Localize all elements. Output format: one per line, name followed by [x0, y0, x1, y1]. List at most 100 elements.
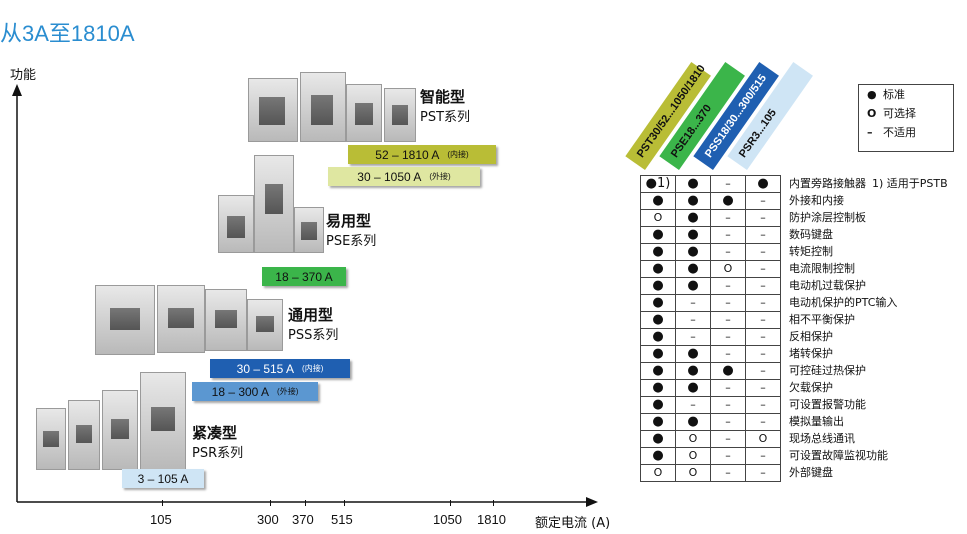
feature-name: 电动机过载保护 [789, 279, 866, 292]
feature-cell: – [745, 413, 781, 431]
feature-cell: – [745, 396, 781, 414]
feature-note: 1) 适用于PSTB [872, 177, 948, 190]
band-label: 30 – 1050 A [357, 169, 422, 184]
feature-row: ●●O–电流限制控制 [640, 260, 949, 278]
family-series-pss: PSS系列 [288, 328, 339, 343]
band-note: (内接) [447, 150, 469, 159]
tick-mark [305, 500, 306, 506]
tick-label: 105 [150, 512, 172, 527]
feature-name: 反相保护 [789, 330, 833, 343]
feature-cell: – [675, 311, 711, 329]
feature-row: ●●––数码键盘 [640, 226, 949, 244]
range-band-pss-external: 18 – 300 A(外接) [192, 382, 318, 401]
x-axis-label: 额定电流 (A) [535, 516, 611, 531]
feature-cell: ● [745, 175, 781, 193]
feature-cell: – [745, 277, 781, 295]
feature-row: ●●●–可控硅过热保护 [640, 362, 949, 380]
family-series-pst: PST系列 [420, 110, 471, 125]
feature-cell: ● [640, 430, 676, 448]
family-name-pss: 通用型 [288, 306, 334, 324]
family-series-psr: PSR系列 [192, 446, 244, 461]
family-series-pse: PSE系列 [326, 234, 377, 249]
feature-cell: ● [675, 362, 711, 380]
feature-cell: – [710, 294, 746, 312]
feature-cell: – [710, 430, 746, 448]
feature-row: ●●––模拟量输出 [640, 413, 949, 431]
band-label: 18 – 370 A [275, 269, 333, 284]
family-name-pse: 易用型 [326, 212, 372, 230]
feature-cell: ● [675, 175, 711, 193]
tick-label: 515 [331, 512, 353, 527]
feature-cell: – [710, 226, 746, 244]
feature-cell: – [710, 396, 746, 414]
feature-cell: ● [710, 192, 746, 210]
feature-cell: ● [640, 192, 676, 210]
feature-cell: ● [640, 379, 676, 397]
feature-cell: ●1) [640, 175, 676, 193]
band-note: (内接) [302, 364, 324, 373]
page-title: 从3A至1810A [0, 21, 135, 46]
feature-cell: O [640, 209, 676, 227]
tick-mark [270, 500, 271, 506]
feature-cell: – [745, 464, 781, 482]
feature-cell: – [745, 294, 781, 312]
feature-cell: – [710, 345, 746, 363]
feature-cell: ● [640, 243, 676, 261]
feature-cell: O [745, 430, 781, 448]
feature-name: 堵转保护 [789, 347, 833, 360]
feature-cell: – [745, 209, 781, 227]
feature-cell: – [675, 396, 711, 414]
feature-cell: – [710, 464, 746, 482]
feature-row: O●––防护涂层控制板 [640, 209, 949, 227]
feature-cell: – [675, 328, 711, 346]
feature-row: ●●––电动机过载保护 [640, 277, 949, 295]
feature-cell: ● [675, 260, 711, 278]
band-note: (外接) [429, 172, 451, 181]
feature-cell: – [710, 175, 746, 193]
feature-name: 数码键盘 [789, 228, 833, 241]
feature-cell: ● [675, 243, 711, 261]
feature-cell: O [675, 464, 711, 482]
pss-product-image [95, 285, 285, 355]
feature-name: 电流限制控制 [789, 262, 855, 275]
range-band-pss-internal: 30 – 515 A(内接) [210, 359, 350, 378]
range-band-pst-internal: 52 – 1810 A(内接) [348, 145, 496, 164]
feature-cell: O [710, 260, 746, 278]
chart-axes [12, 84, 598, 507]
feature-row: ●●––堵转保护 [640, 345, 949, 363]
feature-name: 外接和内接 [789, 194, 844, 207]
tick-label: 1810 [477, 512, 506, 527]
feature-name: 欠载保护 [789, 381, 833, 394]
feature-name: 可控硅过热保护 [789, 364, 866, 377]
feature-cell: ● [675, 413, 711, 431]
feature-row: ●–––相不平衡保护 [640, 311, 949, 329]
feature-cell: – [710, 447, 746, 465]
feature-cell: ● [675, 379, 711, 397]
feature-cell: – [710, 379, 746, 397]
feature-cell: – [745, 379, 781, 397]
tick-label: 370 [292, 512, 314, 527]
psr-product-image [36, 368, 188, 470]
feature-cell: – [745, 243, 781, 261]
feature-row: ●–––反相保护 [640, 328, 949, 346]
band-label: 3 – 105 A [137, 471, 189, 486]
feature-row: ●●––欠载保护 [640, 379, 949, 397]
range-band-psr: 3 – 105 A [122, 469, 204, 488]
feature-cell: – [710, 311, 746, 329]
feature-cell: ● [640, 260, 676, 278]
legend-item: ●标准 [867, 88, 905, 101]
feature-cell: – [710, 243, 746, 261]
feature-name: 电动机保护的PTC输入 [789, 296, 898, 309]
feature-cell: ● [640, 396, 676, 414]
feature-cell: ● [640, 447, 676, 465]
feature-name: 模拟量输出 [789, 415, 844, 428]
feature-cell: ● [675, 277, 711, 295]
feature-cell: – [710, 277, 746, 295]
band-note: (外接) [277, 387, 299, 396]
feature-cell: ● [675, 345, 711, 363]
